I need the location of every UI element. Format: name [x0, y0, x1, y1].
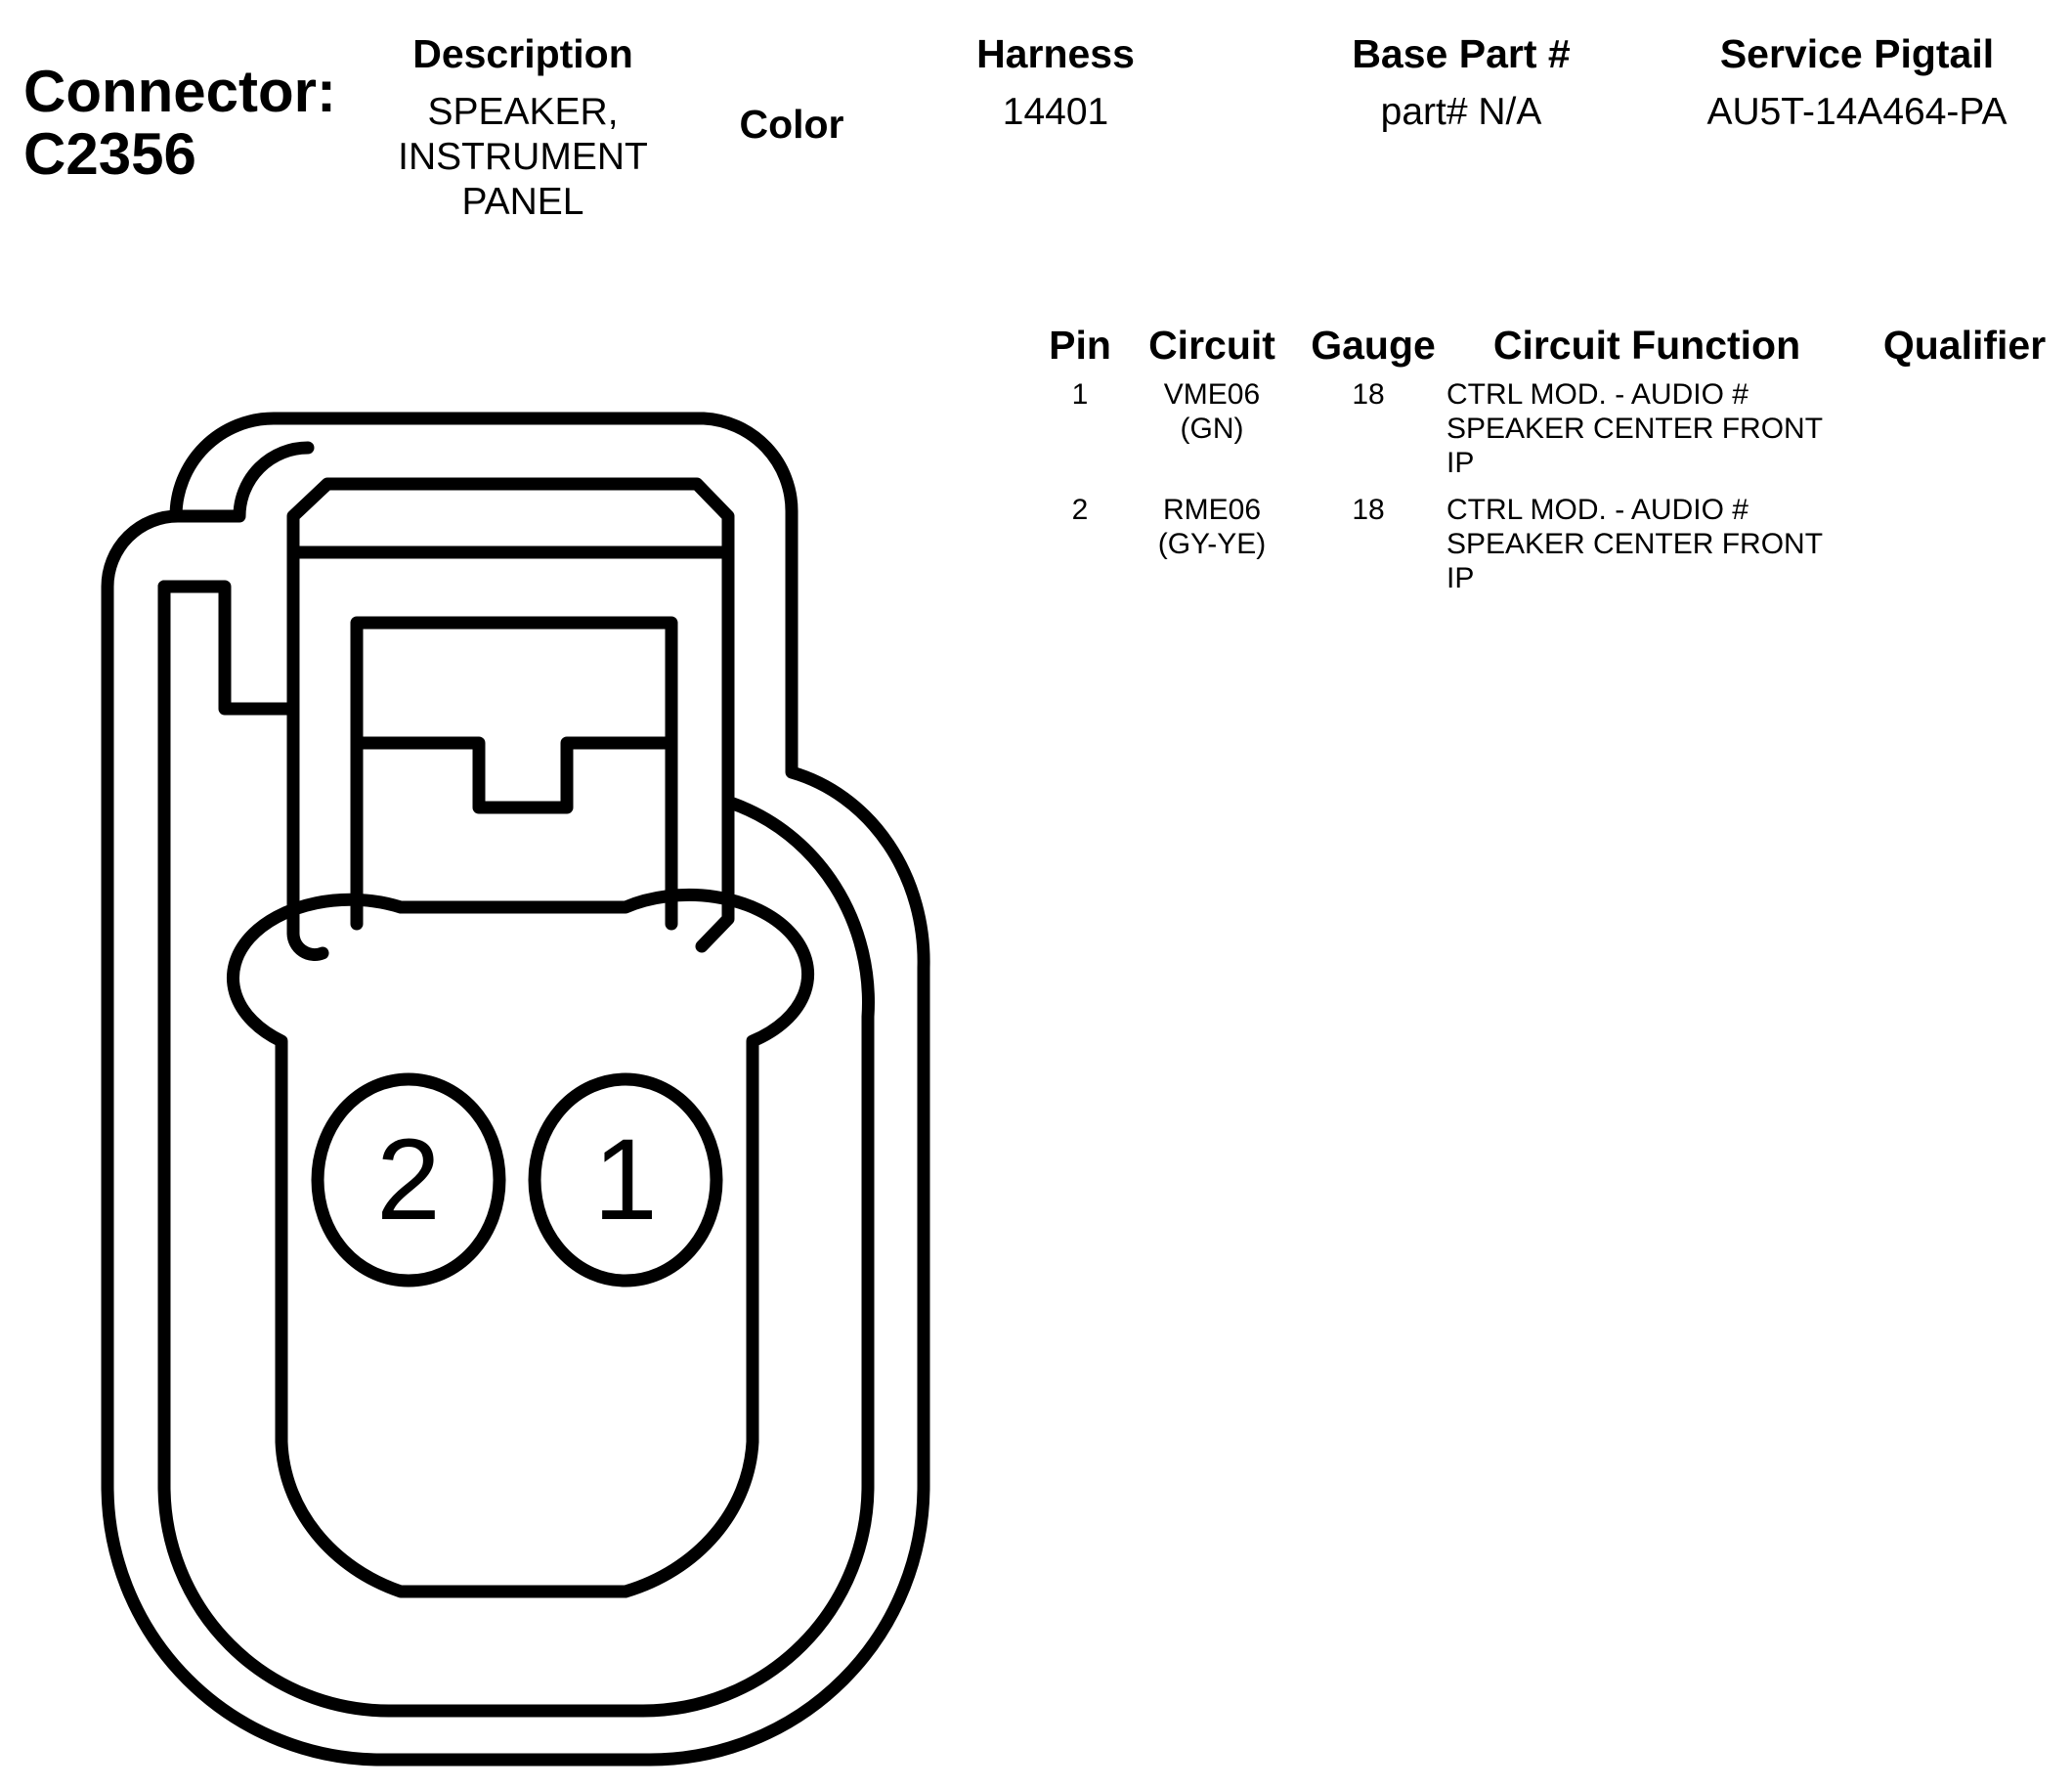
circuit-code: RME06 [1162, 494, 1262, 526]
harness-header: Harness [976, 31, 1135, 76]
description-line: PANEL [461, 181, 584, 223]
connector-title: Connector: C2356 [23, 61, 336, 186]
color-header: Color [739, 102, 844, 147]
connector-label: Connector: [23, 59, 336, 124]
table-row: 2 RME06 (GY-YE) 18 CTRL MOD. - AUDIO # S… [1026, 493, 2072, 608]
description-line: SPEAKER, [427, 91, 619, 133]
gauge-cell: 18 [1352, 378, 1385, 411]
circuit-column-header: Circuit [1148, 323, 1275, 368]
pin-2-label: 2 [376, 1115, 441, 1244]
housing-inner-wall [157, 580, 875, 1718]
description-line: INSTRUMENT [398, 136, 648, 178]
pin-1-circle [528, 1072, 723, 1287]
description-header: Description [412, 31, 633, 76]
harness-value: 14401 [1002, 91, 1109, 133]
circuit-cell: VME06 (GN) [1134, 377, 1290, 446]
table-row: 1 VME06 (GN) 18 CTRL MOD. - AUDIO # SPEA… [1026, 377, 2072, 493]
housing-step [171, 441, 315, 523]
latch-outer [286, 477, 735, 961]
service-pigtail-header: Service Pigtail [1719, 31, 1995, 76]
service-pigtail-value: AU5T-14A464-PA [1706, 91, 2007, 133]
circuit-function-cell: CTRL MOD. - AUDIO # SPEAKER CENTER FRONT… [1446, 377, 1886, 480]
pin-cavity [227, 888, 815, 1598]
pin-column-header: Pin [1049, 323, 1111, 368]
function-line: IP [1446, 447, 1475, 479]
circuit-code: VME06 [1163, 378, 1261, 411]
pin-number: 1 [1071, 378, 1089, 411]
gauge-cell: 18 [1352, 494, 1385, 526]
housing-outer [101, 412, 930, 1767]
qualifier-column-header: Qualifier [1882, 323, 2047, 368]
circuit-function-cell: CTRL MOD. - AUDIO # SPEAKER CENTER FRONT… [1446, 493, 1886, 595]
latch-key [350, 736, 678, 814]
circuit-color: (GY-YE) [1157, 528, 1267, 560]
latch-window [350, 616, 678, 931]
function-line: CTRL MOD. - AUDIO # [1446, 494, 1748, 526]
base-part-value: part# N/A [1380, 91, 1542, 133]
circuit-function-column-header: Circuit Function [1492, 323, 1801, 368]
pin-1-label: 1 [593, 1115, 658, 1244]
function-line: CTRL MOD. - AUDIO # [1446, 378, 1748, 411]
description-value: SPEAKER, INSTRUMENT PANEL [371, 90, 674, 225]
function-line: IP [1446, 562, 1475, 594]
base-part-header: Base Part # [1352, 31, 1571, 76]
pin-2-circle [311, 1072, 506, 1287]
circuit-cell: RME06 (GY-YE) [1134, 493, 1290, 561]
housing-inner [157, 580, 300, 716]
function-line: SPEAKER CENTER FRONT [1446, 413, 1824, 445]
connector-id: C2356 [23, 121, 196, 187]
circuit-color: (GN) [1180, 413, 1244, 445]
function-line: SPEAKER CENTER FRONT [1446, 528, 1824, 560]
pin-number: 2 [1071, 494, 1089, 526]
pin-table: 1 VME06 (GN) 18 CTRL MOD. - AUDIO # SPEA… [1026, 377, 2072, 608]
gauge-column-header: Gauge [1311, 323, 1436, 368]
